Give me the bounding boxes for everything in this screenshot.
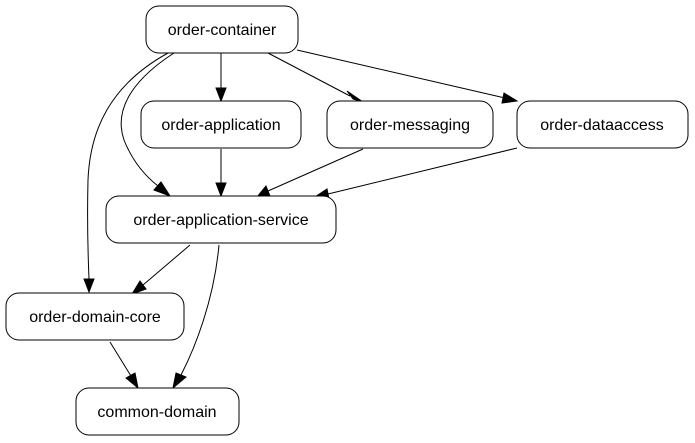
edge-application-service-to-domain-core	[130, 244, 191, 295]
edge-container-to-application-service	[120, 52, 175, 197]
node-label: order-dataaccess	[540, 117, 664, 134]
edge-container-to-messaging	[267, 52, 364, 103]
node-label: order-messaging	[350, 117, 470, 134]
node-order-domain-core[interactable]: order-domain-core	[5, 292, 185, 341]
edges	[83, 49, 519, 390]
edge-domain-core-to-common-domain	[109, 341, 139, 390]
node-label: common-domain	[97, 404, 216, 421]
edge-dataaccess-to-application-service	[313, 147, 518, 200]
edge-container-to-application	[215, 53, 227, 103]
node-label: order-container	[168, 22, 277, 39]
node-label: order-application	[161, 117, 280, 134]
node-label: order-application-service	[133, 212, 308, 229]
edge-application-to-application-service	[215, 149, 227, 198]
node-order-messaging[interactable]: order-messaging	[326, 100, 494, 149]
node-common-domain[interactable]: common-domain	[75, 387, 240, 436]
edge-container-to-domain-core	[83, 52, 169, 294]
node-order-container[interactable]: order-container	[145, 5, 299, 54]
node-order-application-service[interactable]: order-application-service	[105, 195, 337, 244]
node-order-dataaccess[interactable]: order-dataaccess	[516, 100, 689, 149]
node-order-application[interactable]: order-application	[140, 100, 302, 149]
node-label: order-domain-core	[29, 309, 161, 326]
edge-application-service-to-common-domain	[172, 244, 220, 390]
edge-container-to-dataaccess	[296, 49, 519, 104]
